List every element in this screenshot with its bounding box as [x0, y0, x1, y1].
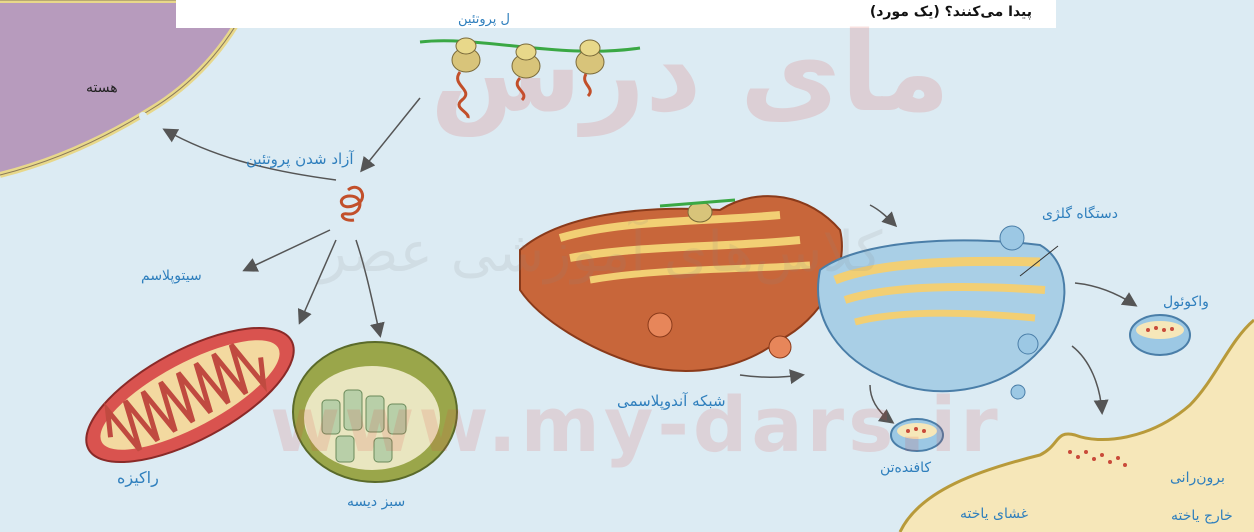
ribosome-cluster	[420, 38, 640, 118]
label-mitochondrion: راکیزه	[117, 468, 159, 487]
label-vacuole: واکوئول	[1163, 294, 1209, 310]
ribosome-label: ل پروتئین	[458, 12, 510, 27]
mitochondrion	[67, 301, 312, 488]
lysosome	[891, 419, 943, 451]
label-lysosome: کافنده‌تن	[880, 460, 931, 476]
label-cytoplasm: سیتوپلاسم	[141, 268, 202, 284]
label-exocytosis: برون‌رانی	[1170, 470, 1225, 486]
golgi-apparatus	[818, 226, 1064, 399]
label-chloroplast: سبز دیسه	[347, 494, 405, 510]
vacuole	[1130, 315, 1190, 355]
label-endoplasmic-reticulum: شبکه آندوپلاسمی	[617, 392, 726, 410]
chloroplast	[293, 342, 457, 482]
label-golgi: دستگاه گلژی	[1042, 206, 1118, 222]
ribosome-3	[576, 40, 604, 96]
label-cell-exterior: خارج یاخته	[1171, 508, 1233, 524]
ribosome-2	[512, 44, 540, 100]
question-text: پیدا می‌کنند؟ (یک مورد)	[870, 4, 1032, 20]
label-protein-release: آزاد شدن پروتئین	[246, 150, 354, 168]
endoplasmic-reticulum	[520, 196, 842, 371]
released-protein	[341, 187, 362, 220]
label-cell-membrane: غشای یاخته	[960, 506, 1028, 522]
label-nucleus: هسته	[86, 80, 118, 96]
ribosome-1	[452, 38, 480, 118]
